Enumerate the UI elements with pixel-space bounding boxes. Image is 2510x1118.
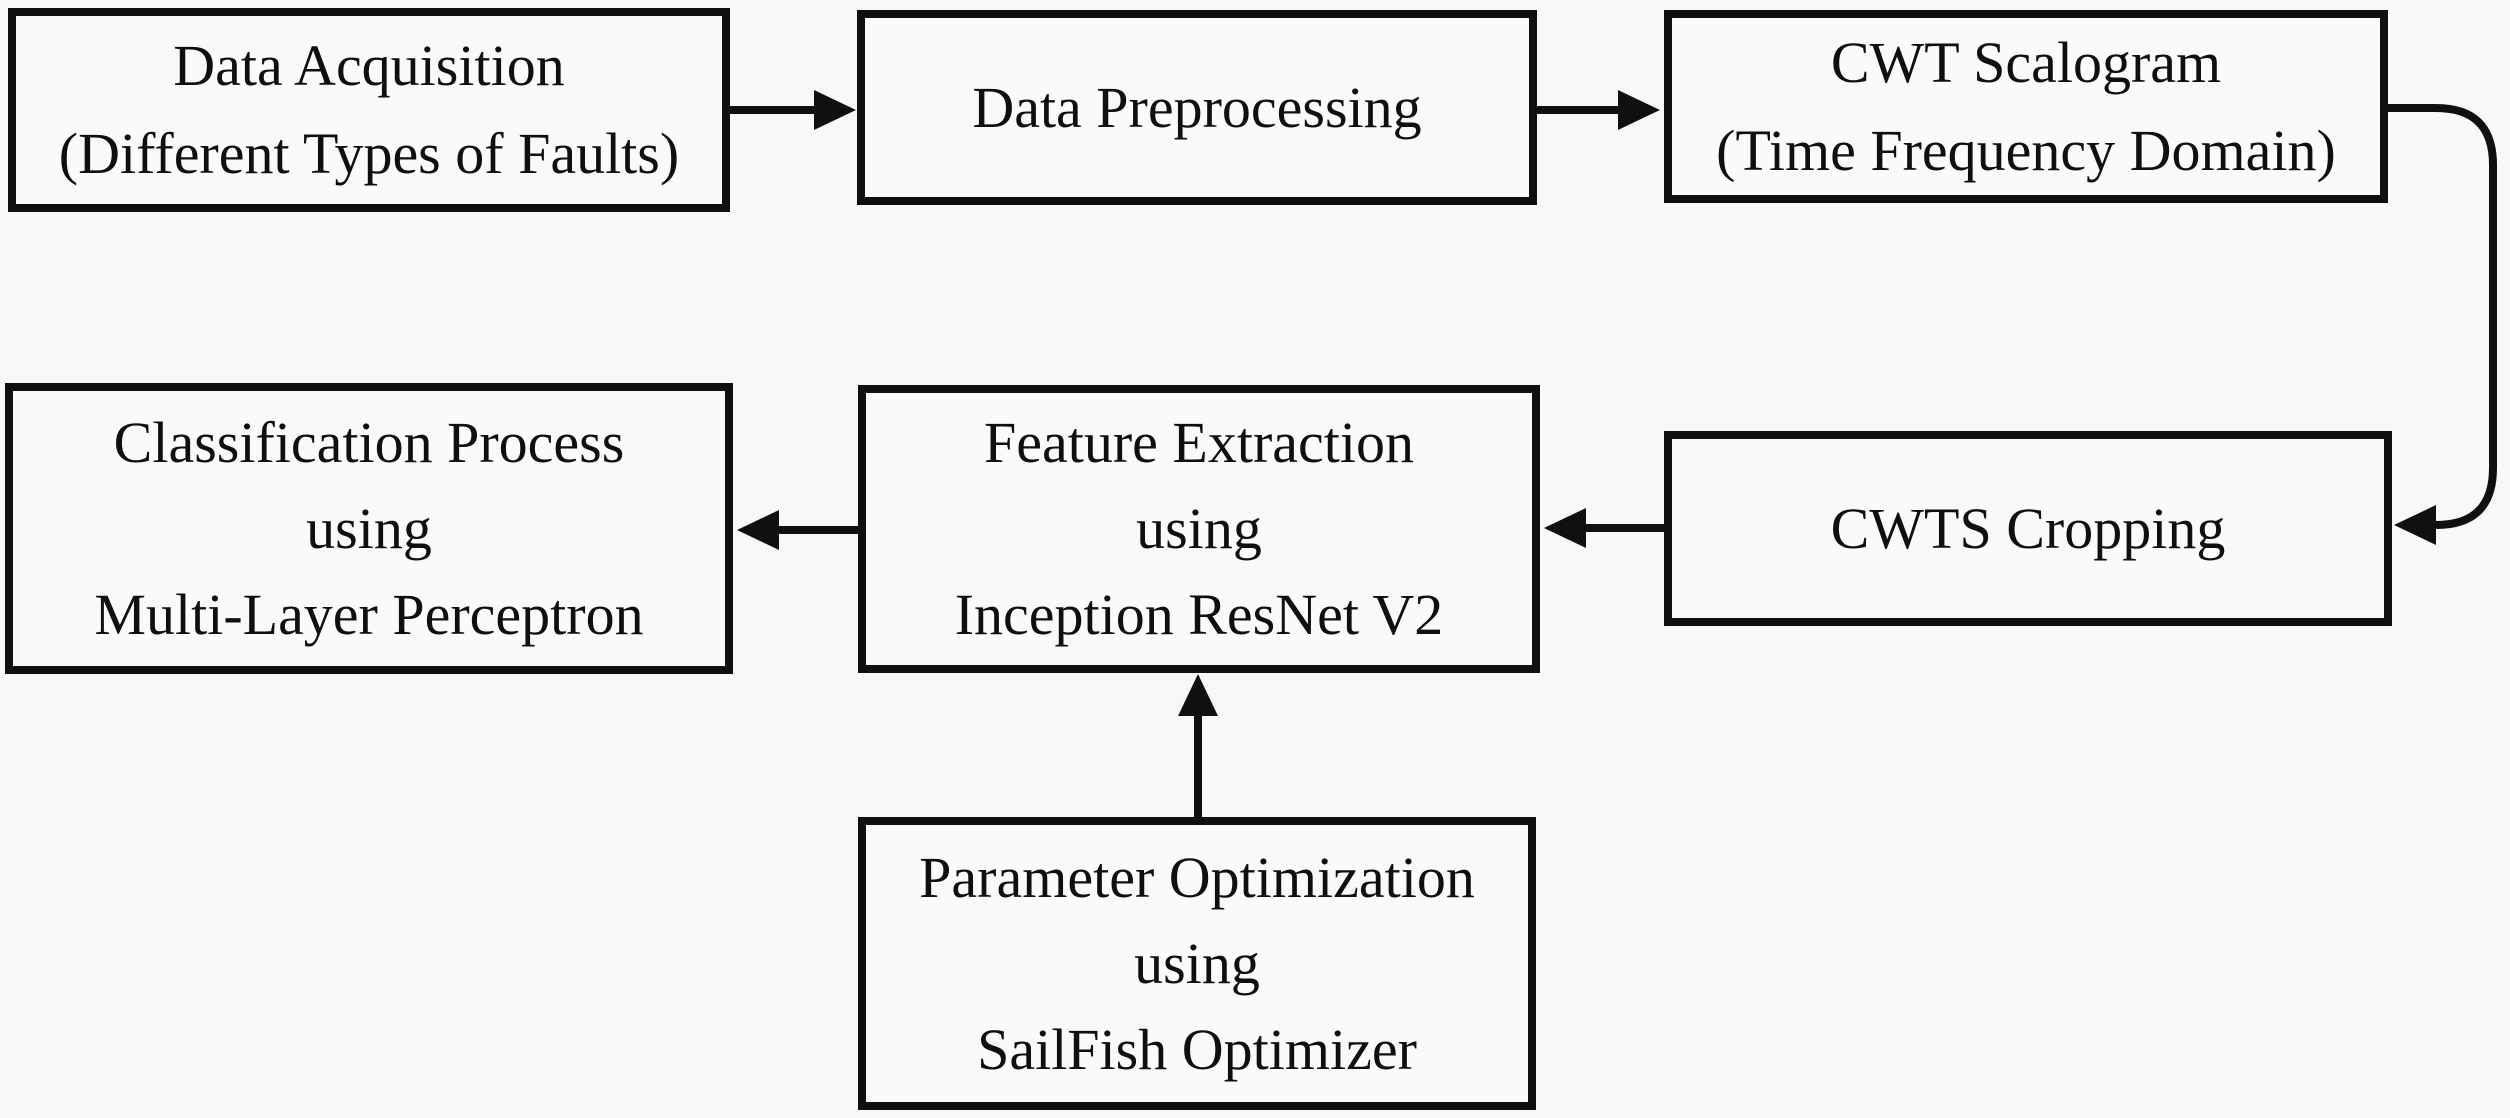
node-data-acquisition: Data Acquisition (Different Types of Fau… — [8, 8, 730, 212]
node-label-line: Feature Extraction — [984, 410, 1414, 475]
node-data-preprocessing: Data Preprocessing — [857, 10, 1537, 205]
arrow-scalogram-to-cropping — [2388, 104, 2497, 545]
node-classification-process: Classification Process using Multi-Layer… — [5, 383, 733, 674]
node-label-line: (Different Types of Faults) — [58, 121, 680, 186]
node-label-line: Inception ResNet V2 — [954, 582, 1444, 647]
arrow-cropping-to-extraction — [1544, 508, 1664, 548]
node-label-line: CWT Scalogram — [1830, 29, 2222, 95]
node-label-line: using — [1136, 496, 1262, 561]
arrow-optimization-to-extraction — [1178, 674, 1218, 817]
node-label-line: CWTS Cropping — [1830, 495, 2226, 561]
node-label-line: Data Acquisition — [173, 33, 565, 98]
arrow-preprocessing-to-scalogram — [1537, 90, 1660, 130]
node-label-line: using — [306, 495, 432, 561]
node-feature-extraction: Feature Extraction using Inception ResNe… — [858, 385, 1540, 673]
node-label-line: SailFish Optimizer — [977, 1016, 1417, 1082]
node-label-line: Parameter Optimization — [919, 844, 1475, 910]
node-label-line: (Time Frequency Domain) — [1716, 117, 2336, 183]
node-cwt-scalogram: CWT Scalogram (Time Frequency Domain) — [1664, 10, 2388, 203]
node-label-line: using — [1134, 930, 1260, 996]
node-label-line: Classification Process — [113, 409, 625, 475]
arrow-acquisition-to-preprocessing — [730, 90, 856, 130]
node-label-line: Data Preprocessing — [972, 74, 1422, 140]
node-cwts-cropping: CWTS Cropping — [1664, 431, 2392, 626]
node-parameter-optimization: Parameter Optimization using SailFish Op… — [858, 817, 1536, 1110]
node-label-line: Multi-Layer Perceptron — [94, 581, 644, 647]
arrow-extraction-to-classification — [737, 510, 858, 550]
